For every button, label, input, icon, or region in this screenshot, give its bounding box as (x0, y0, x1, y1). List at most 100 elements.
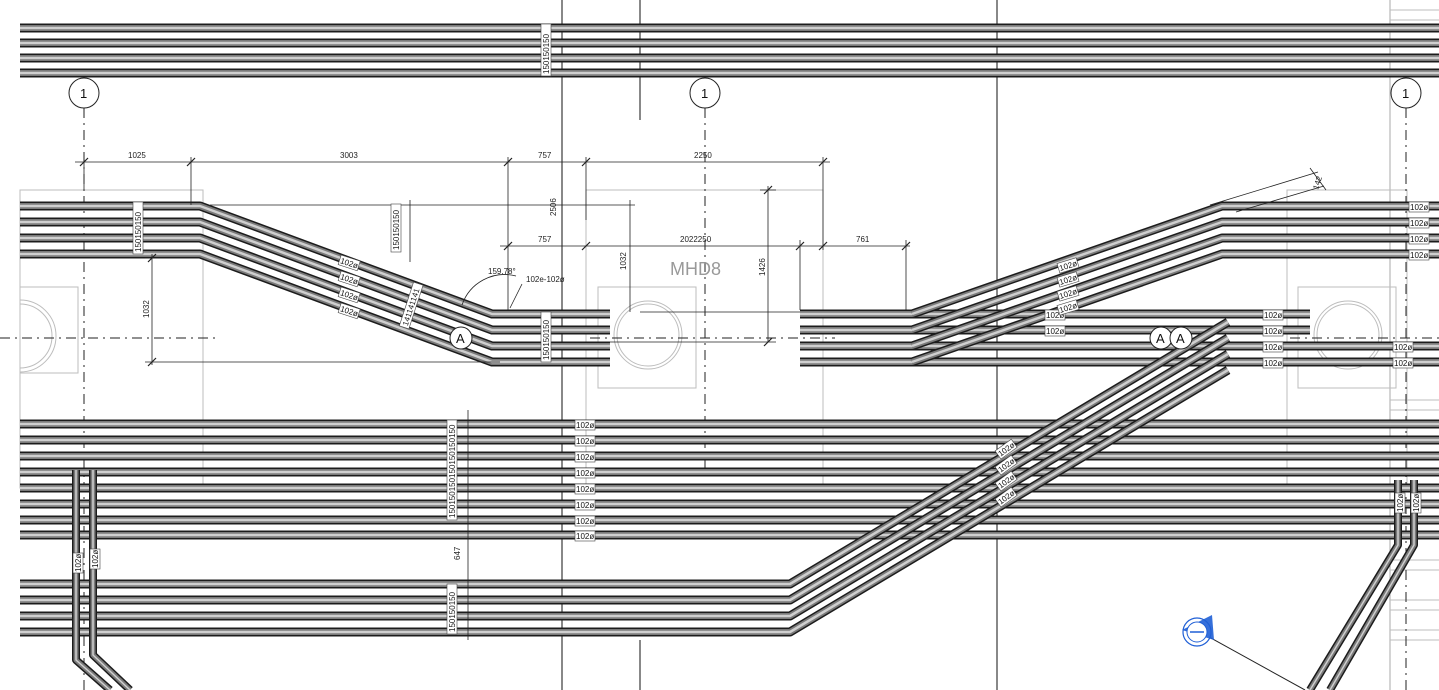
pipe-right-up-1 (910, 201, 1439, 319)
svg-text:102ø: 102ø (1264, 359, 1282, 368)
dimension-ticks (79, 157, 911, 367)
spacing-label-top: 150150150 (540, 23, 552, 77)
reducer-label: 102e-102ø (526, 275, 565, 284)
svg-text:102ø: 102ø (1046, 311, 1064, 320)
pipe-tag-mid-1: 102ø (1044, 309, 1066, 321)
pipe-tag-right-upper-1: 102ø (1408, 201, 1430, 213)
dim-1032-left: 1032 (142, 300, 151, 318)
svg-text:150150150: 150150150 (392, 209, 401, 250)
svg-text:A: A (456, 331, 465, 346)
pipe-tag-drop-right-1: 102ø (1394, 492, 1406, 514)
pipe-tag-right-mid-2: 102ø (1262, 325, 1284, 337)
svg-text:102ø: 102ø (576, 532, 594, 541)
dim-761: 761 (856, 235, 870, 244)
svg-text:150150150: 150150150 (542, 319, 551, 360)
dim-757-top: 757 (538, 151, 552, 160)
pipe-drop-left-2 (89, 470, 133, 690)
svg-text:1: 1 (80, 86, 87, 101)
dim-2250: 2250 (694, 151, 712, 160)
angle-annotation: 159.78° 102e-102ø (461, 267, 565, 309)
svg-text:102ø: 102ø (1410, 235, 1428, 244)
pipe-tag-right-upper-2: 102ø (1408, 217, 1430, 229)
grid-bubble-middle: 1 (689, 77, 721, 109)
svg-text:102ø: 102ø (1046, 327, 1064, 336)
pipe-drop-right-1 (1306, 480, 1402, 690)
dim-1426: 1426 (758, 258, 767, 276)
spacing-label-bus: 150150150150150150150 (446, 419, 458, 521)
pipe-bottom-diag-3 (20, 350, 1231, 621)
pipe-tag-right-upper-4: 102ø (1408, 249, 1430, 261)
svg-text:150150150: 150150150 (448, 591, 457, 632)
room-outlines (19, 9, 1439, 641)
dim-2022250: 2022250 (680, 235, 712, 244)
spacing-label-mid: 150150150 (540, 311, 552, 363)
elevation-marker[interactable] (1182, 615, 1306, 690)
pipe-tag-drop-left-1: 102ø (72, 552, 84, 574)
svg-text:102ø: 102ø (1410, 219, 1428, 228)
pipe-tag-left-diag-3: 102ø (337, 286, 361, 304)
svg-text:102ø: 102ø (1410, 203, 1428, 212)
pipe-tag-bus-7: 102ø (574, 515, 596, 527)
svg-text:102ø: 102ø (1410, 251, 1428, 260)
angle-label: 159.78° (488, 267, 516, 276)
svg-text:A: A (1156, 331, 1165, 346)
dim-647: 647 (453, 546, 462, 560)
pipe-tag-bus-4: 102ø (574, 467, 596, 479)
pipe-tag-right-mid-1: 102ø (1262, 309, 1284, 321)
section-marker-left: A (449, 326, 473, 350)
pipe-tag-bus-8: 102ø (574, 530, 596, 542)
pipe-tag-drop-left-2: 102ø (89, 548, 101, 570)
pipe-bottom-diag-4 (20, 366, 1231, 637)
dim-3003: 3003 (340, 151, 358, 160)
svg-text:102ø: 102ø (576, 437, 594, 446)
svg-text:A: A (1176, 331, 1185, 346)
dimension-texts: 1025 3003 757 2250 757 2022250 761 2506 … (128, 151, 1324, 560)
pipe-tag-bus-5: 102ø (574, 483, 596, 495)
section-markers[interactable]: A A A (449, 326, 1193, 350)
spacing-label-bottom: 150150150 (446, 583, 458, 635)
dim-757-mid: 757 (538, 235, 552, 244)
svg-text:1: 1 (701, 86, 708, 101)
spacing-label-left: 150150150 (132, 201, 144, 255)
pipe-bottom-diag-2 (20, 334, 1231, 605)
spacing-labels: 150150150 150150150 150150150 150150150 … (132, 23, 552, 635)
svg-text:102ø: 102ø (1412, 494, 1421, 512)
dim-2506: 2506 (549, 198, 558, 216)
section-marker-right-2: A (1169, 326, 1193, 350)
pipe-tag-right-edge-1: 102ø (1392, 341, 1414, 353)
grid-bubble-left: 1 (68, 77, 100, 109)
pipe-tag-drop-right-2: 102ø (1410, 492, 1422, 514)
svg-text:102ø: 102ø (1264, 343, 1282, 352)
pipe-tag-left-diag-1: 102ø (337, 254, 361, 272)
pipe-tag-right-upper-3: 102ø (1408, 233, 1430, 245)
dim-142: 142 (1311, 175, 1324, 191)
pipe-tag-mid-2: 102ø (1044, 325, 1066, 337)
spacing-label-diag: 150150150 (390, 203, 402, 253)
pipe-tag-left-diag-4: 102ø (337, 302, 361, 320)
pipe-tag-bus-1: 102ø (574, 419, 596, 431)
svg-text:102ø: 102ø (1394, 343, 1412, 352)
dim-1025: 1025 (128, 151, 146, 160)
svg-text:102ø: 102ø (1264, 327, 1282, 336)
pipe-tag-right-edge-2: 102ø (1392, 357, 1414, 369)
svg-text:102ø: 102ø (576, 485, 594, 494)
svg-text:102ø: 102ø (91, 550, 100, 568)
pipe-bottom-diag-1 (20, 318, 1231, 589)
grid-bubbles: 1 1 1 (68, 77, 1422, 109)
pipe-tag-left-diag-2: 102ø (337, 270, 361, 288)
pipe-tag-bus-2: 102ø (574, 435, 596, 447)
pipe-right-up-3 (910, 233, 1439, 351)
svg-text:102ø: 102ø (576, 517, 594, 526)
pipe-network (20, 23, 1439, 690)
svg-text:102ø: 102ø (576, 453, 594, 462)
pipe-right-up-4 (910, 249, 1439, 367)
pipe-right-up-2 (910, 217, 1439, 335)
pipe-tag-bus-6: 102ø (574, 499, 596, 511)
pipe-tag-right-mid-4: 102ø (1262, 357, 1284, 369)
pipe-drop-left-1 (72, 470, 113, 690)
svg-text:102ø: 102ø (74, 554, 83, 572)
dimension-lines (75, 157, 1327, 640)
svg-text:102ø: 102ø (576, 469, 594, 478)
dim-1032-mid: 1032 (619, 252, 628, 270)
